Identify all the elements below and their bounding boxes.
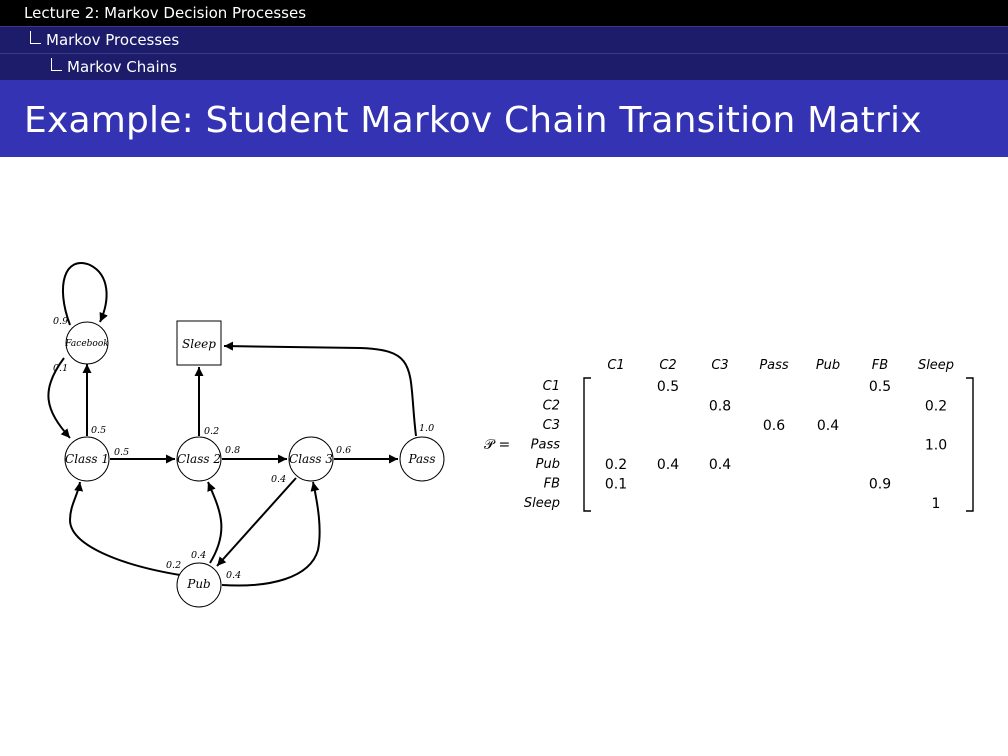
- node-sleep: [176, 320, 222, 366]
- node-class1-label: Class 1: [65, 452, 109, 466]
- edge-label-c2-sleep: 0.2: [204, 426, 219, 437]
- matrix-right-bracket: [966, 377, 974, 512]
- header-subsection-bar: Markov Chains: [0, 53, 1008, 81]
- tree-corner-icon: [30, 31, 41, 44]
- matrix-row-label: Pub: [536, 457, 560, 472]
- matrix-cell: 0.4: [709, 457, 731, 473]
- matrix-cell: 0.5: [869, 379, 891, 395]
- node-facebook: [65, 321, 109, 365]
- matrix-column-header: FB: [872, 358, 888, 373]
- header-section-bar: Markov Processes: [0, 26, 1008, 54]
- edge-pub-class1: [68, 481, 181, 576]
- node-pass: [399, 436, 445, 482]
- edge-label-pass-sleep: 1.0: [419, 423, 434, 434]
- node-class3-label: Class 3: [289, 452, 333, 466]
- matrix-cell: 0.9: [869, 477, 891, 493]
- matrix-cell: 0.2: [605, 457, 627, 473]
- matrix-row-label: C1: [543, 379, 560, 394]
- edge-label-c1-c2: 0.5: [114, 447, 129, 458]
- node-class3: [288, 436, 334, 482]
- page-title: Example: Student Markov Chain Transition…: [24, 100, 922, 141]
- edge-label-pub-c3: 0.4: [226, 570, 241, 581]
- matrix-cell: 0.8: [709, 399, 731, 415]
- header-lecture: Lecture 2: Markov Decision Processes: [24, 4, 307, 22]
- matrix-column-header: C2: [659, 358, 676, 373]
- edge-label-fb-c1: 0.1: [53, 363, 68, 374]
- matrix-cells: 0.5 0.5 0.8 0.2 0.6 0.4 1.0 0.2 0.4 0.4 0.1 0.9 1: [605, 379, 947, 512]
- title-bar: Example: Student Markov Chain Transition…: [0, 80, 1008, 157]
- header-subsection: Markov Chains: [67, 58, 177, 76]
- matrix-cell: 0.2: [925, 399, 947, 415]
- tree-corner-icon: [51, 58, 62, 71]
- edge-pub-class2: [207, 481, 223, 564]
- matrix-cell: 0.4: [817, 418, 839, 434]
- node-pub: [176, 562, 222, 608]
- edge-facebook-class1: [47, 357, 71, 439]
- header-lecture-bar: Lecture 2: Markov Decision Processes: [0, 0, 1008, 26]
- matrix-row-label: FB: [544, 477, 560, 492]
- matrix-column-header: Sleep: [918, 358, 954, 373]
- matrix-cell: 0.4: [657, 457, 679, 473]
- matrix-row-label: Pass: [531, 438, 561, 453]
- matrix-left-bracket: [583, 377, 591, 512]
- edge-pub-class3: [221, 481, 321, 587]
- header-section: Markov Processes: [46, 31, 180, 49]
- node-pass-label: Pass: [407, 452, 435, 466]
- matrix-cell: 0.6: [763, 418, 785, 434]
- node-class1: [64, 436, 110, 482]
- matrix-column-headers: C1 C2 C3 Pass Pub FB Sleep: [607, 358, 954, 373]
- matrix-cell: 1: [932, 496, 941, 512]
- edge-label-c1-fb: 0.5: [91, 425, 106, 436]
- matrix-column-header: Pass: [759, 358, 789, 373]
- edge-pass-sleep: [223, 341, 417, 437]
- node-pub-label: Pub: [186, 577, 210, 591]
- edge-label-c2-c3: 0.8: [225, 445, 240, 456]
- edge-label-c3-pub: 0.4: [271, 474, 286, 485]
- matrix-column-header: C1: [607, 358, 624, 373]
- node-sleep-label: Sleep: [182, 337, 216, 351]
- matrix-column-header: Pub: [816, 358, 840, 373]
- edge-label-fb-fb: 0.9: [53, 316, 68, 327]
- edge-label-pub-c2: 0.4: [191, 550, 206, 561]
- matrix-symbol: 𝒫 =: [484, 437, 510, 453]
- matrix-cell: 0.1: [605, 477, 627, 493]
- node-class2-label: Class 2: [177, 452, 221, 466]
- node-facebook-label: Facebook: [64, 339, 108, 349]
- matrix-cell: 0.5: [657, 379, 679, 395]
- matrix-row-label: C3: [543, 418, 560, 433]
- node-class2: [176, 436, 222, 482]
- edge-label-c3-pass: 0.6: [336, 445, 351, 456]
- markov-chain-diagram: [47, 262, 417, 587]
- matrix-row-label: Sleep: [524, 496, 560, 511]
- matrix-cell: 1.0: [925, 438, 947, 454]
- edge-facebook-self: [62, 262, 108, 326]
- matrix-row-label: C2: [543, 399, 560, 414]
- matrix-column-header: C3: [711, 358, 728, 373]
- edge-label-pub-c1: 0.2: [166, 560, 181, 571]
- edge-class3-pub: [216, 477, 297, 567]
